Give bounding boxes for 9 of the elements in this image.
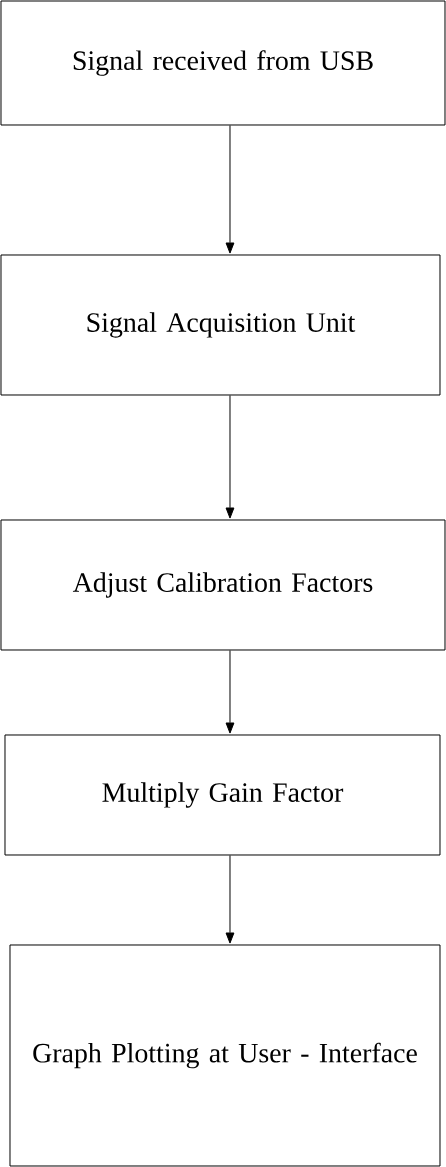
process-box: Graph Plotting at User - Interface [9, 944, 441, 1167]
process-box: Signal received from USB [0, 0, 446, 126]
arrow [225, 395, 235, 519]
arrow [225, 855, 235, 944]
arrow [225, 125, 235, 254]
arrow [225, 650, 235, 734]
process-box: Signal Acquisition Unit [0, 254, 441, 396]
process-box: Multiply Gain Factor [4, 734, 441, 856]
process-box: Adjust Calibration Factors [0, 519, 446, 651]
